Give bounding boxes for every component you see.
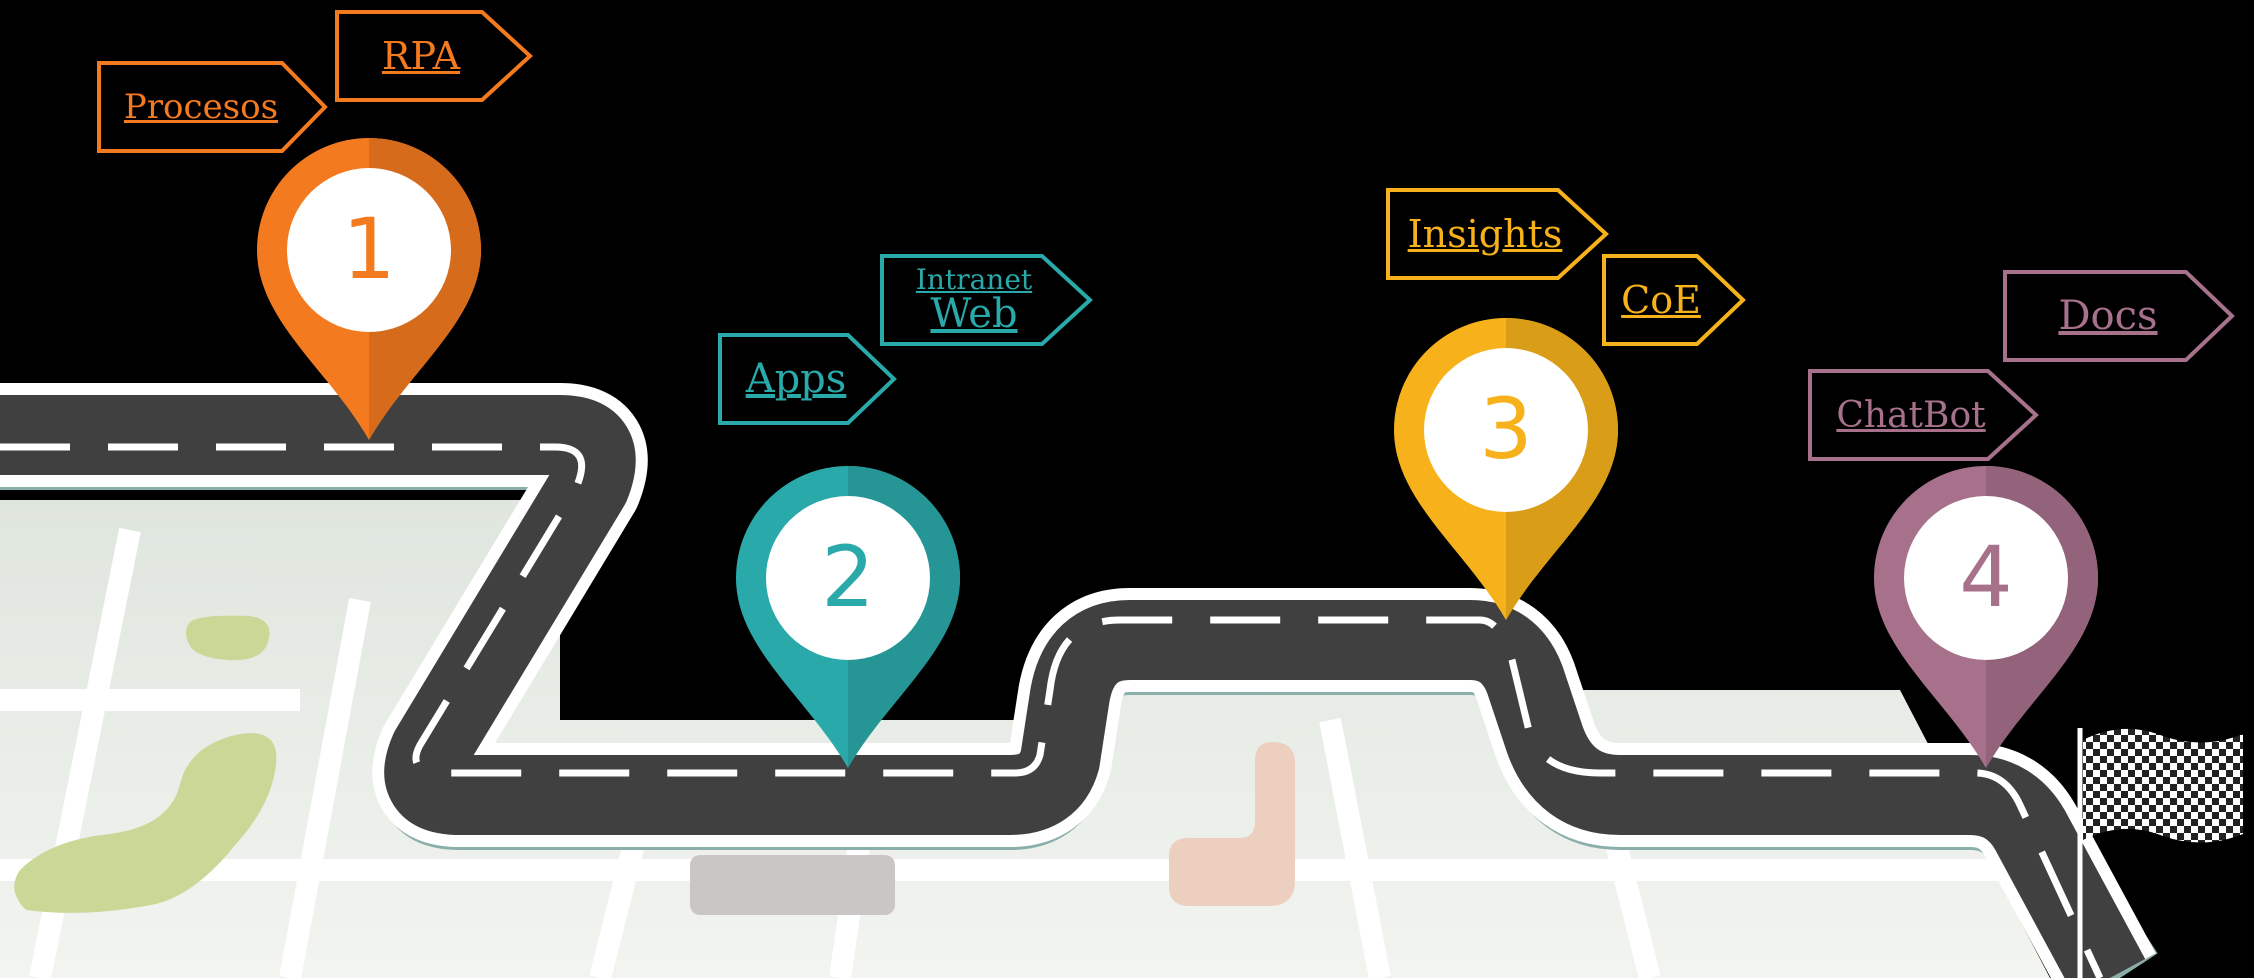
procesos-link[interactable]: Procesos	[97, 61, 328, 153]
pin-face	[766, 496, 930, 660]
chatbot-label: ChatBot	[1836, 394, 1986, 436]
apps-label: Apps	[745, 356, 847, 402]
pin-face	[1904, 496, 2068, 660]
tag-frame	[2003, 270, 2235, 362]
tag-frame	[97, 61, 328, 153]
insights-label: Insights	[1407, 212, 1563, 256]
pin-number: 2	[821, 528, 874, 626]
coe-link[interactable]: CoE	[1602, 254, 1746, 346]
road-center-dashes	[0, 443, 2104, 978]
map-pin-2: 2	[736, 466, 960, 768]
pin-number: 4	[1959, 528, 2012, 626]
chatbot-link[interactable]: ChatBot	[1808, 369, 2039, 461]
pin-number: 3	[1479, 380, 1532, 478]
tag-frame	[718, 333, 897, 425]
pin-face	[287, 168, 451, 332]
park-area	[14, 733, 277, 913]
tag-frame	[335, 10, 533, 102]
tag-frame	[1602, 254, 1746, 346]
checkered-flag-icon	[2077, 728, 2243, 978]
insights-link[interactable]: Insights	[1386, 188, 1609, 280]
park-area	[186, 615, 270, 661]
map-pin-3: 3	[1394, 318, 1618, 620]
tag-frame	[1808, 369, 2039, 461]
coe-label: CoE	[1621, 278, 1701, 322]
web-label: Web	[930, 291, 1018, 337]
building-area	[1169, 742, 1295, 906]
pin-face	[1424, 348, 1588, 512]
map-pin-4: 4	[1874, 466, 2098, 768]
intranet-web-label: Intranet Web	[880, 254, 1068, 346]
tag-frame	[880, 254, 1093, 346]
intranet-web-link[interactable]: Intranet Web	[880, 254, 1093, 346]
map-pin-1: 1	[257, 138, 481, 440]
road	[0, 395, 2146, 978]
building-area	[690, 855, 895, 915]
apps-link[interactable]: Apps	[718, 333, 897, 425]
intranet-label: Intranet	[915, 263, 1033, 296]
docs-label: Docs	[2058, 293, 2158, 339]
rpa-label: RPA	[381, 34, 461, 78]
pin-number: 1	[342, 200, 395, 298]
rpa-link[interactable]: RPA	[335, 10, 533, 102]
docs-link[interactable]: Docs	[2003, 270, 2235, 362]
procesos-label: Procesos	[123, 87, 279, 127]
tag-frame	[1386, 188, 1609, 280]
